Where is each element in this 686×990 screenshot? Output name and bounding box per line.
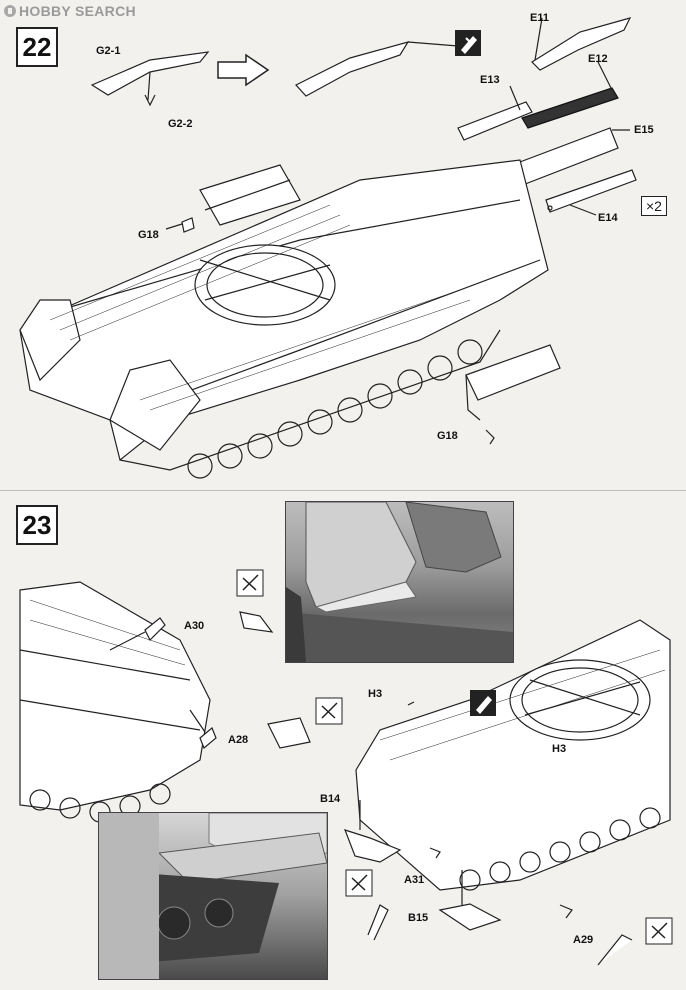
label-g2-1: G2-1 xyxy=(96,45,121,57)
label-a31: A31 xyxy=(404,874,425,886)
part-b14 xyxy=(343,829,402,863)
label-g18-bottom: G18 xyxy=(437,430,458,442)
tank-hull-step-23-left xyxy=(19,581,211,823)
part-mudguard-right xyxy=(465,344,561,421)
label-h3-top: H3 xyxy=(368,688,383,700)
reference-photo-underside xyxy=(98,812,328,980)
part-a31 xyxy=(429,847,441,859)
label-e11: E11 xyxy=(530,12,549,24)
part-g18-left xyxy=(181,217,195,233)
photo-fenders-image xyxy=(286,502,513,662)
part-a30 xyxy=(144,617,166,642)
tank-hull-step-22 xyxy=(19,159,549,479)
label-e14: E14 xyxy=(598,212,618,224)
part-b15 xyxy=(438,903,502,931)
label-b14: B14 xyxy=(320,793,341,805)
arrow-right-icon xyxy=(217,53,270,87)
part-a28 xyxy=(199,727,217,749)
reference-photo-fenders xyxy=(285,501,514,663)
step-divider xyxy=(0,490,686,491)
label-g2-2: G2-2 xyxy=(168,118,193,130)
label-e13: E13 xyxy=(480,74,500,86)
part-g18-bottom xyxy=(485,429,495,445)
quantity-box: ×2 xyxy=(641,196,667,216)
glue-icon-step-23 xyxy=(470,690,496,716)
tank-hull-step-23-right xyxy=(355,619,671,891)
cut-icon xyxy=(236,569,673,945)
label-a28: A28 xyxy=(228,734,249,746)
part-e12 xyxy=(521,87,619,129)
glue-icon xyxy=(455,30,481,56)
watermark: HOBBY SEARCH xyxy=(4,3,136,19)
step-number-22: 22 xyxy=(16,27,58,67)
part-e14 xyxy=(545,169,637,213)
part-e13 xyxy=(457,101,533,141)
photo-underside-image xyxy=(99,813,327,979)
label-a30: A30 xyxy=(184,620,205,632)
step-number-23: 23 xyxy=(16,505,58,545)
part-a29 xyxy=(559,904,573,919)
watermark-logo-icon xyxy=(4,5,16,17)
part-e11 xyxy=(531,17,632,71)
label-g18-left: G18 xyxy=(138,229,159,241)
label-b15: B15 xyxy=(408,912,429,924)
label-h3-mid: H3 xyxy=(552,743,567,755)
label-e15: E15 xyxy=(634,124,654,136)
watermark-text: HOBBY SEARCH xyxy=(19,3,136,19)
label-e12: E12 xyxy=(588,53,608,65)
part-g2 xyxy=(90,51,210,107)
label-a29: A29 xyxy=(573,934,594,946)
